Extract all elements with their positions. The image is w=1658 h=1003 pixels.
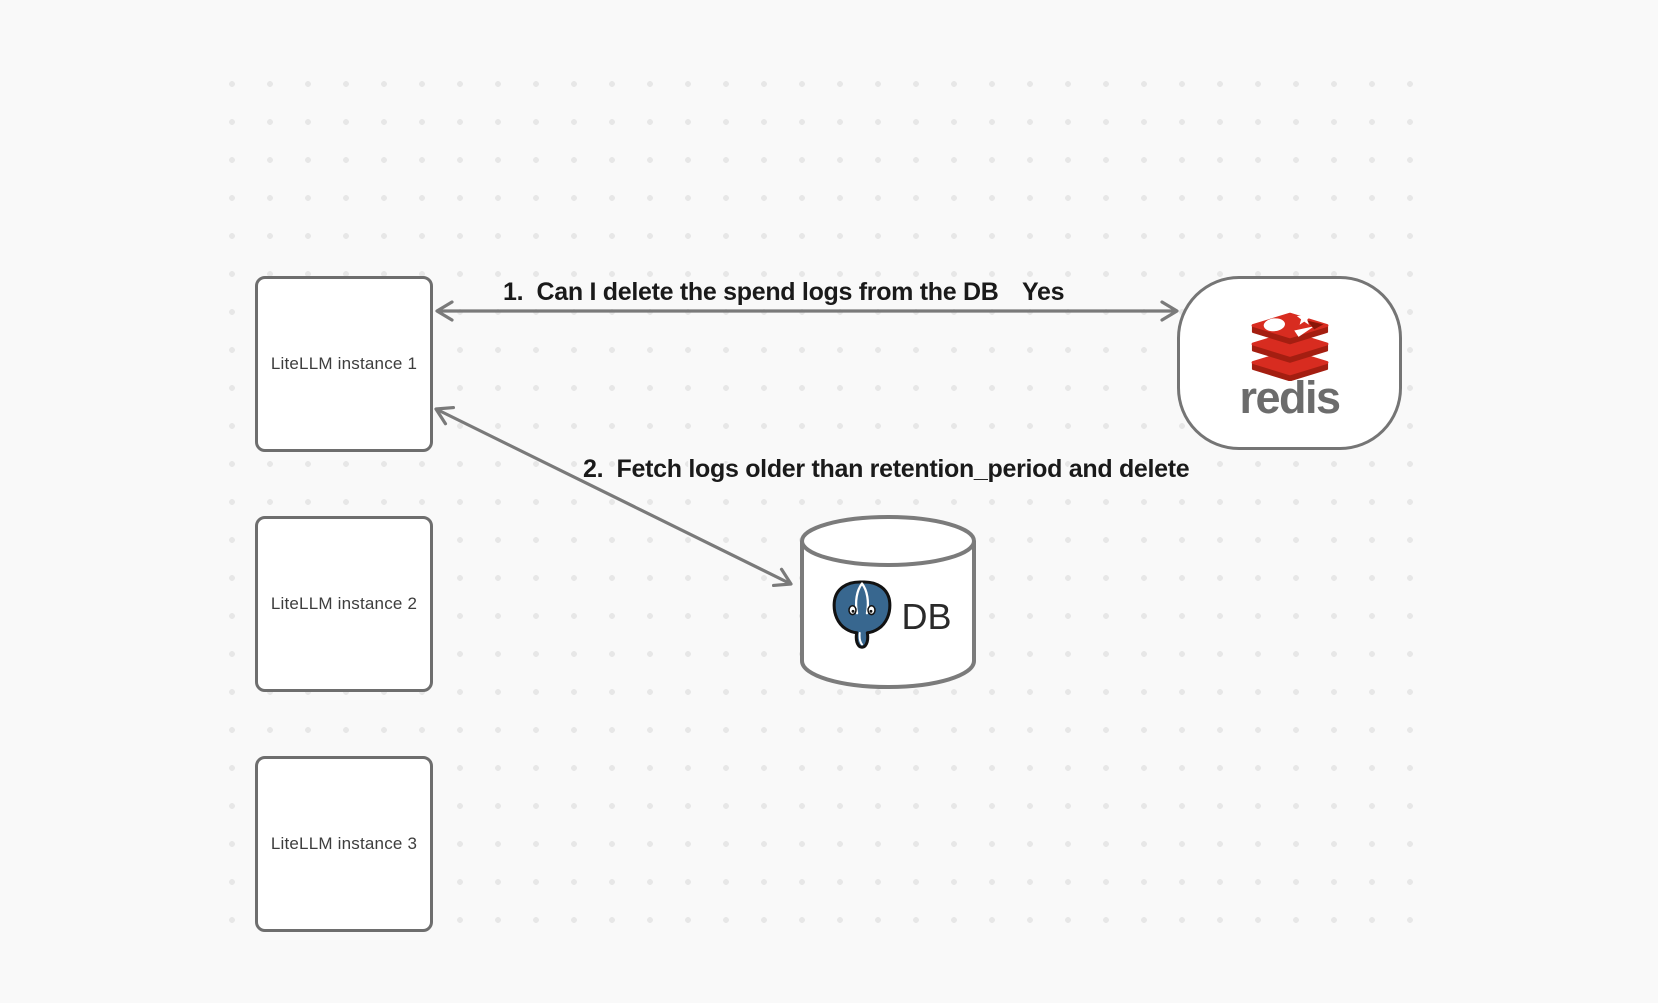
litellm-instance-1-node[interactable]: LiteLLM instance 1 [255,276,433,452]
edge2-label[interactable]: 2. Fetch logs older than retention_perio… [583,455,1190,483]
litellm-instance-3-label: LiteLLM instance 3 [270,834,418,853]
arrow-litellm1-to-db[interactable] [434,405,793,588]
edge1-response-label[interactable]: Yes [1022,278,1065,306]
postgresql-elephant-icon [833,580,892,649]
litellm-instance-2-node[interactable]: LiteLLM instance 2 [255,516,433,692]
redis-node[interactable]: redis [1177,276,1402,450]
litellm-instance-2-label: LiteLLM instance 2 [270,594,418,613]
db-node-content: DB [800,575,976,659]
litellm-instance-3-node[interactable]: LiteLLM instance 3 [255,756,433,932]
postgres-db-node[interactable]: DB [796,513,980,691]
redis-logo-icon [1251,310,1328,381]
edge1-label[interactable]: 1. Can I delete the spend logs from the … [503,278,999,306]
db-label: DB [901,596,952,637]
redis-wordmark: redis [1239,371,1341,423]
litellm-instance-1-label: LiteLLM instance 1 [270,354,418,373]
